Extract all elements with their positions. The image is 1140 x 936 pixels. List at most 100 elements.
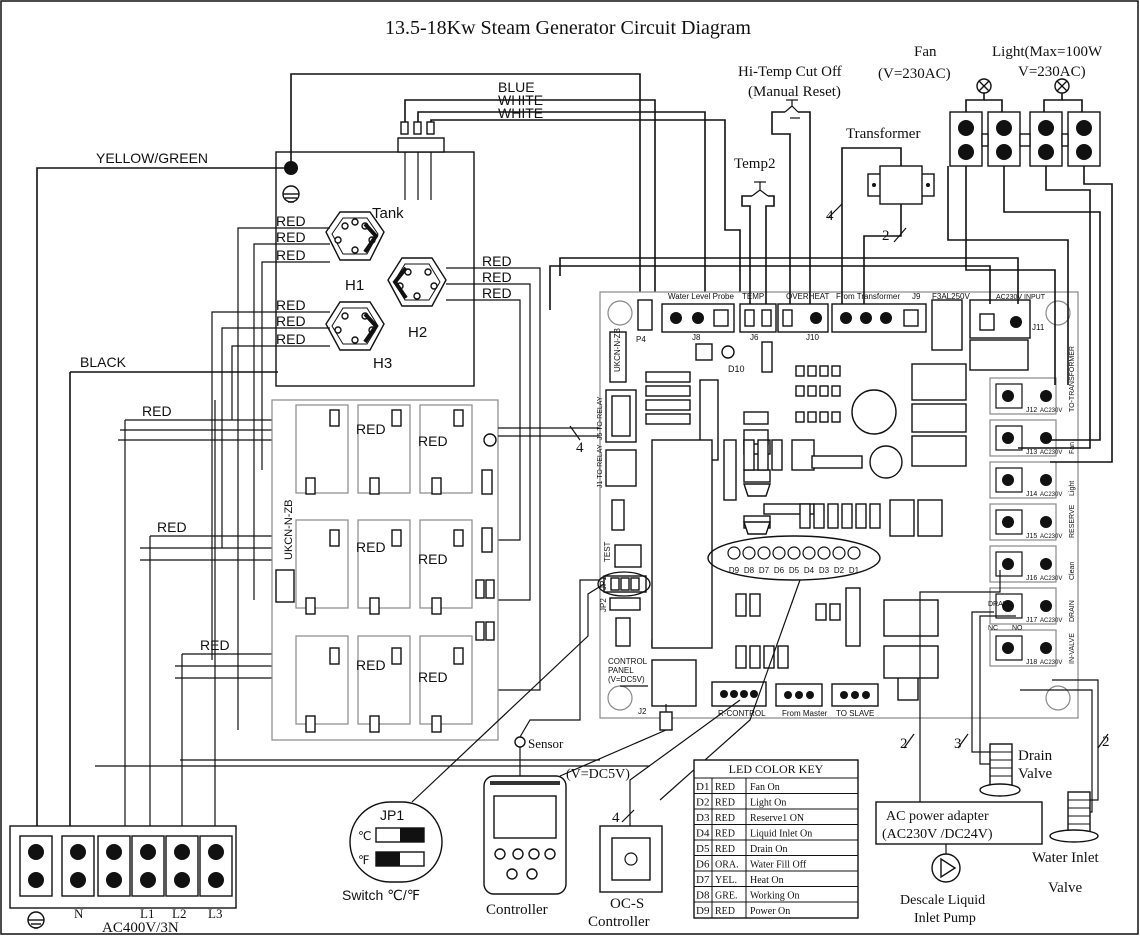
- connector-j17-voltage: AC230V: [1040, 618, 1062, 624]
- led-key-cell: RED: [715, 798, 735, 809]
- connector-j14-id: J14: [1026, 491, 1037, 498]
- led-key-cell: Power On: [750, 906, 790, 917]
- led-label-d3: D3: [819, 566, 830, 575]
- led-key-cell: Fan On: [750, 782, 780, 793]
- wire-count-inlet: 2: [1102, 734, 1110, 750]
- label-red-h2a: RED: [482, 253, 512, 269]
- connector-j12-pin-2: [1040, 390, 1052, 402]
- connector-j13-id: J13: [1026, 449, 1037, 456]
- label-red-h2c: RED: [482, 285, 512, 301]
- heater-red-wires: [211, 227, 541, 730]
- wire-light-lamp-b: [1062, 99, 1083, 112]
- ocs-label-2: Controller: [588, 914, 650, 930]
- connector-j13-pin-2: [1040, 432, 1052, 444]
- water-inlet-label-1: Water Inlet: [1032, 850, 1100, 866]
- label-red-h1c: RED: [276, 247, 306, 263]
- led-label-d5: D5: [789, 566, 800, 575]
- wire-count-slash-relay: [569, 425, 581, 441]
- label-red-h3b: RED: [276, 313, 306, 329]
- label-red-h1b: RED: [276, 229, 306, 245]
- jp1-switch-f-knob: [376, 852, 400, 866]
- label-red-r3: RED: [356, 539, 386, 555]
- board-to-relay: J5 TO-RELAY: [597, 396, 604, 440]
- wire-blue: [404, 99, 656, 304]
- board-j10: J10: [806, 333, 819, 342]
- adapter-box: [875, 801, 1043, 845]
- led-key-cell: Drain On: [750, 844, 788, 855]
- board-jp2: JP2: [599, 598, 608, 612]
- connector-j12-pin-1: [1002, 390, 1014, 402]
- label-red-l2: RED: [157, 519, 187, 535]
- board-temp: TEMP: [742, 292, 764, 301]
- led-key-cell: GRE.: [715, 891, 738, 902]
- wire-adapter: [919, 570, 1001, 802]
- supply-terminals: [19, 835, 233, 897]
- connector-j14-voltage: AC230V: [1040, 492, 1062, 498]
- board-to-relay-2: J1 TO-RELAY: [597, 444, 604, 488]
- connector-j15-side: RESERVE: [1069, 504, 1076, 538]
- wire-hi-temp-b: [798, 111, 811, 304]
- board-overheat: OVERHEAT: [786, 292, 830, 301]
- led-d9: [727, 546, 741, 560]
- connector-j15-pin-2: [1040, 516, 1052, 528]
- wire-ac-input-b: [549, 265, 991, 310]
- earth-icon: [27, 911, 45, 929]
- wire-fan-lamp-a: [965, 93, 985, 112]
- wire-sensor-board: [519, 579, 600, 738]
- wire-count-slash-drain: [957, 733, 969, 749]
- led-key-cell: Working On: [750, 891, 799, 902]
- led-key-title: LED COLOR KEY: [729, 762, 824, 776]
- heater-h1: [325, 211, 385, 261]
- wire-transformer-b: [863, 204, 902, 304]
- probe-block: [397, 137, 445, 153]
- board-p4: P4: [636, 335, 646, 344]
- wire-count-slash-ocs: [621, 809, 635, 823]
- label-red-h2b: RED: [482, 269, 512, 285]
- wire-light-b: [1050, 166, 1113, 463]
- board-test: TEST: [603, 541, 612, 562]
- led-d5: [787, 546, 801, 560]
- hi-temp-switch-icon: [784, 99, 800, 119]
- wire-fan-lamp-b: [984, 99, 1003, 112]
- controller-voltage: (V=DC5V): [566, 767, 630, 782]
- label-white-2: WHITE: [498, 105, 543, 121]
- h2-label: H2: [408, 324, 427, 341]
- wire-yellow-green: [36, 167, 291, 836]
- terminal-l3-label: L3: [208, 906, 222, 921]
- wire-inlet-valve-b: [1020, 689, 1093, 813]
- led-key-cell: Water Fill Off: [750, 860, 807, 871]
- board-j9: J9: [912, 292, 921, 301]
- led-label-d1: D1: [849, 566, 860, 575]
- wire-inlet-valve-a: [1052, 679, 1099, 801]
- led-d3: [817, 546, 831, 560]
- connector-j14-pin-1: [1002, 474, 1014, 486]
- led-key-cell: Heat On: [750, 875, 784, 886]
- wire-fan-b: [1003, 166, 1101, 441]
- led-label-d4: D4: [804, 566, 815, 575]
- fan-light-terminal-block: [949, 111, 1101, 167]
- led-key-cell: D2: [696, 797, 709, 809]
- led-key-cell: RED: [715, 782, 735, 793]
- light-lamp-icon: [1054, 78, 1070, 94]
- heater-h3: [325, 301, 385, 351]
- led-d4: [802, 546, 816, 560]
- board-nc: NC: [988, 625, 998, 632]
- label-red-h3c: RED: [276, 331, 306, 347]
- water-inlet-valve-icon: [1049, 791, 1099, 843]
- drain-valve-icon: [979, 743, 1021, 797]
- connector-j16-pin-2: [1040, 558, 1052, 570]
- jp1-switch-title: JP1: [380, 807, 404, 823]
- board-center-parts: [735, 339, 1029, 679]
- jp1-celsius: ℃: [358, 829, 371, 843]
- light-label-1: Light(Max=100W: [992, 44, 1103, 60]
- adapter-label-2: (AC230V /DC24V): [882, 827, 993, 842]
- controller-plug-icon: [659, 711, 673, 731]
- label-red-r4: RED: [418, 551, 448, 567]
- label-blue: BLUE: [498, 79, 535, 95]
- terminal-l1-label: L1: [140, 906, 154, 921]
- led-key-cell: RED: [715, 906, 735, 917]
- wire-jp1: [411, 583, 605, 803]
- heater-h2: [387, 257, 447, 307]
- wire-count-drain: 3: [954, 736, 962, 752]
